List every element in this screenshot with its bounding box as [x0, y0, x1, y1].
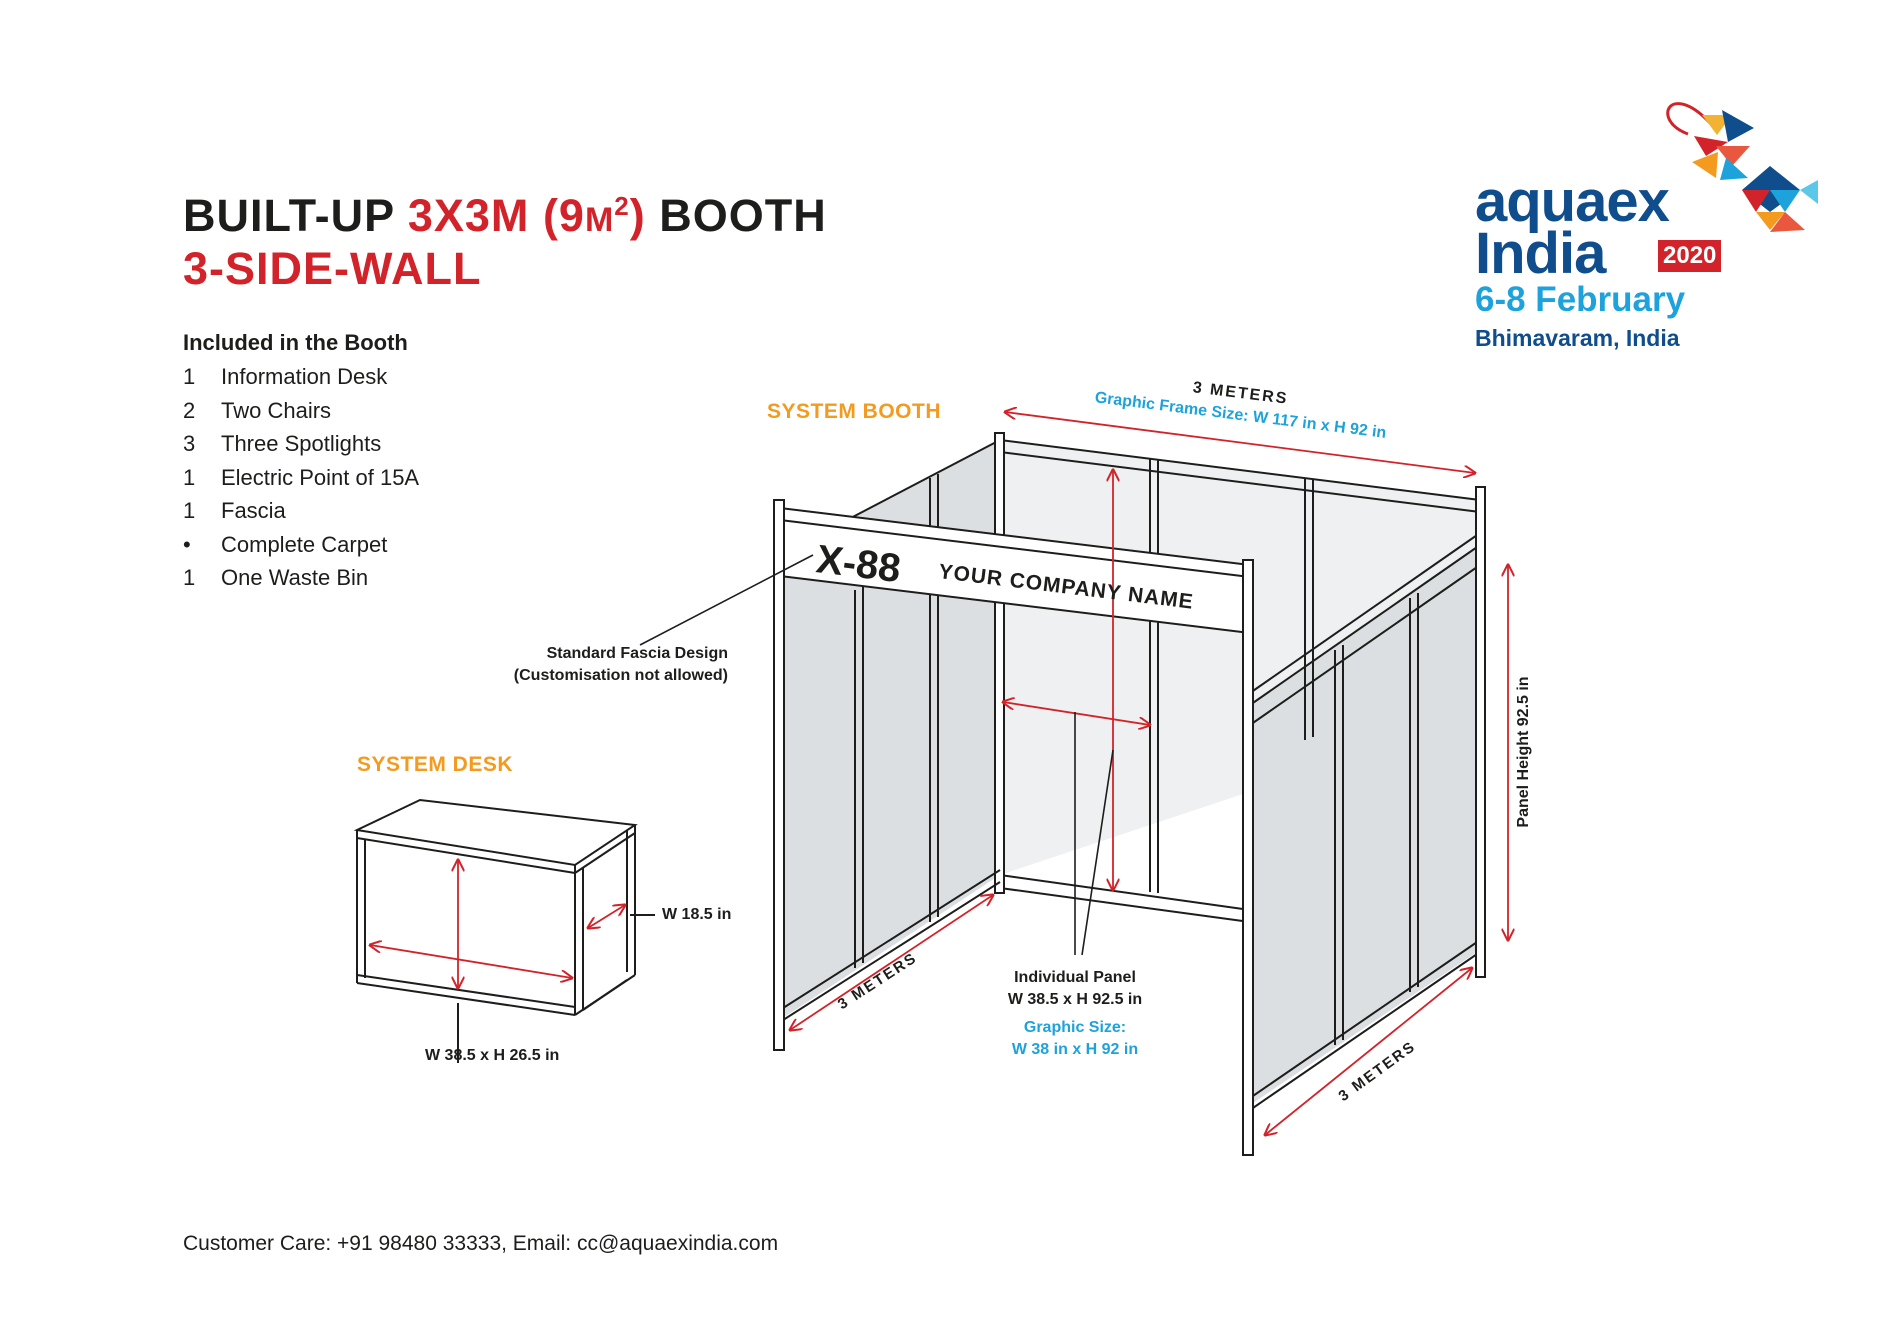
included-item-label: Fascia: [221, 498, 286, 523]
included-item-qty: 1: [183, 498, 196, 523]
logo-location: Bhimavaram, India: [1475, 325, 1680, 351]
included-item: 1 Information Desk: [183, 360, 419, 394]
included-item-label: Three Spotlights: [221, 431, 382, 456]
system-desk-heading: SYSTEM DESK: [357, 753, 514, 776]
fascia-note: Standard Fascia Design (Customisation no…: [513, 645, 728, 684]
title-suffix: BOOTH: [659, 190, 827, 241]
included-item-qty: 1: [183, 565, 196, 590]
included-item-qty: 1: [183, 464, 196, 490]
desk-depth-arrow: [588, 905, 625, 928]
page-title-line1: BUILT-UP 3X3M (9M2) BOOTH: [183, 190, 827, 242]
aquaex-logo: aquaex India 2020 6-8 February Bhimavara…: [1470, 80, 1830, 360]
included-item: 1 Electric Point of 15A: [183, 461, 419, 495]
left-dimension-arrow: [790, 895, 993, 1030]
logo-word-aquaex: aquaex: [1475, 169, 1670, 234]
included-item: • Complete Carpet: [183, 528, 419, 562]
page-title-line2: 3-SIDE-WALL: [183, 243, 482, 294]
included-list: 1 Information Desk 2 Two Chairs 3 Three Spotl…: [183, 360, 419, 595]
included-item-label: Information Desk: [221, 364, 388, 389]
title-prefix: BUILT-UP: [183, 190, 395, 241]
included-item-label: Complete Carpet: [221, 531, 388, 557]
panel-width-arrow: [1003, 702, 1150, 725]
included-item-label: One Waste Bin: [221, 565, 369, 590]
included-heading: Included in the Booth: [183, 330, 408, 355]
included-item-qty: 3: [183, 431, 196, 456]
fascia-booth-number: X-88: [814, 537, 903, 591]
included-item: 1 Fascia: [183, 494, 419, 528]
included-item-label: Electric Point of 15A: [221, 464, 420, 490]
right-dimension-label: 3 METERS: [1336, 1038, 1420, 1105]
included-item: 1 One Waste Bin: [183, 561, 419, 595]
included-item-qty: •: [183, 531, 191, 557]
logo-year-badge: 2020: [1658, 240, 1722, 272]
included-item: 3 Three Spotlights: [183, 427, 419, 461]
included-item-qty: 1: [183, 364, 196, 389]
included-item-label: Two Chairs: [221, 397, 332, 423]
individual-panel-label: Individual Panel W 38.5 x H 92.5 in Grap…: [1007, 969, 1143, 1058]
system-desk-drawing: [353, 798, 655, 1063]
included-item: 2 Two Chairs: [183, 394, 419, 428]
desk-depth-label: W 18.5 in: [662, 906, 732, 923]
title-area: (9M2): [542, 190, 646, 241]
title-size: 3X3M: [407, 190, 530, 241]
right-dimension-arrow: [1265, 968, 1472, 1135]
booth-floor: [780, 875, 1250, 1105]
panel-height-label: Panel Height 92.5 in: [1515, 676, 1532, 827]
logo-kite-mark: [1666, 102, 1818, 232]
fascia-leader-line: [639, 554, 814, 646]
panel-leader-line-2: [1081, 749, 1114, 956]
footer-contact: Customer Care: +91 98480 33333, Email: c…: [183, 1232, 779, 1255]
system-booth-heading: SYSTEM BOOTH: [767, 400, 942, 423]
logo-word-india: India: [1475, 221, 1606, 286]
top-dimension-arrow: [1005, 412, 1475, 473]
included-item-qty: 2: [183, 397, 196, 423]
desk-width-arrow: [370, 945, 572, 978]
logo-dates: 6-8 February: [1475, 280, 1686, 319]
desk-size-label: W 38.5 x H 26.5 in: [425, 1047, 560, 1064]
